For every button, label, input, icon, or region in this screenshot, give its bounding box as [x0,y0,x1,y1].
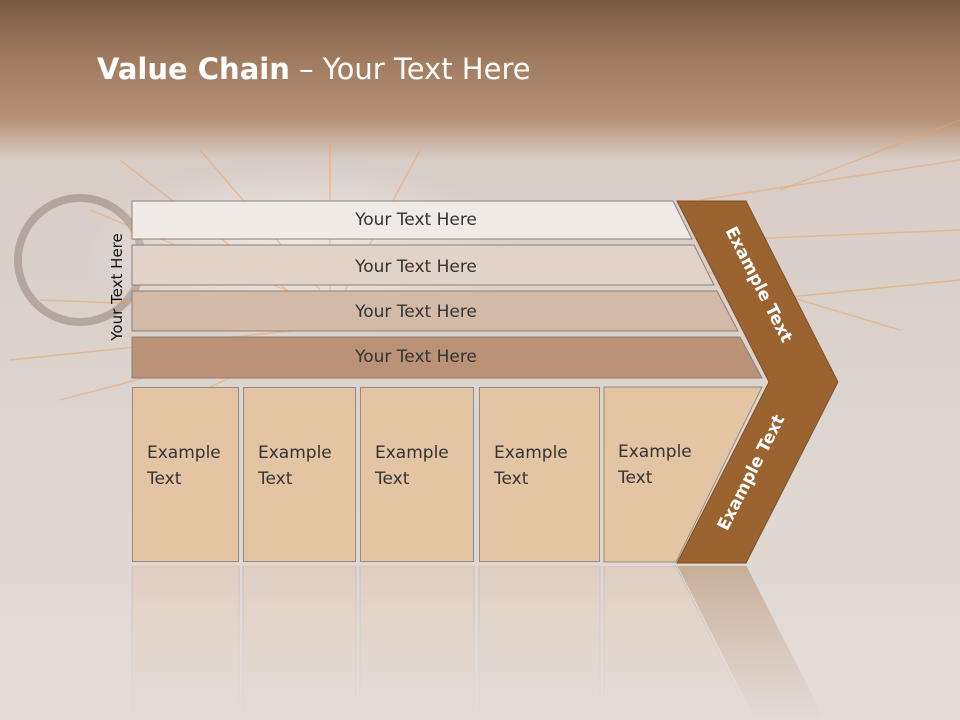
bar-4-label: Your Text Here [354,347,477,367]
box-3-line1: Example [375,443,449,463]
box-5-line2: Text [618,468,653,488]
box-4-line2: Text [494,469,529,489]
bar-3-label: Your Text Here [354,302,477,322]
bar-1-label: Your Text Here [354,210,477,230]
title-bold: Value Chain [97,52,290,86]
box-4-line1: Example [494,443,568,463]
bar-1 [131,200,693,240]
page-title: Value Chain – Your Text Here [97,52,531,86]
box-5-line1: Example [618,442,692,462]
box-3-line2: Text [375,469,410,489]
box-2-line2: Text [258,469,293,489]
box-1-line1: Example [147,443,221,463]
bar-3 [131,290,739,332]
bar-2-label: Your Text Here [354,257,477,277]
bar-4 [131,336,763,379]
bar-2 [131,244,715,286]
reflection-fade [0,566,960,720]
title-rest: – Your Text Here [289,52,531,86]
box-2-line1: Example [258,443,332,463]
chevron-arrow [676,200,839,564]
box-1-line2: Text [147,469,182,489]
box-5-shape [603,386,763,563]
